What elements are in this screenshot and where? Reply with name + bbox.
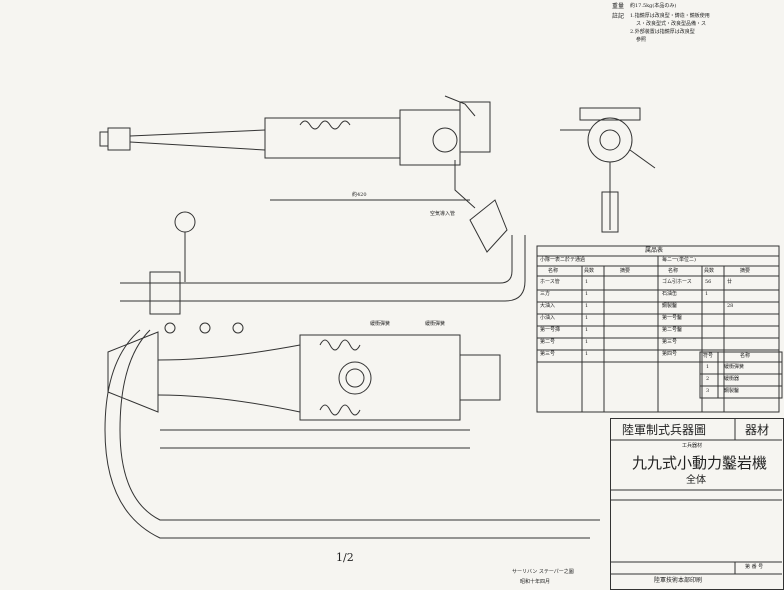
rock-drill-side-view bbox=[99, 95, 491, 209]
parts-table-cell: 28 bbox=[727, 303, 734, 309]
parts-table-cell: 1 bbox=[585, 339, 589, 345]
title-org: 陸軍制式兵器圖 bbox=[622, 423, 707, 437]
parts-header: 員数 bbox=[584, 268, 595, 274]
parts-table-cell: 1 bbox=[705, 291, 709, 297]
title-subtitle: 工兵器材 bbox=[682, 443, 703, 449]
mounting-pipe bbox=[120, 199, 526, 315]
callout-air-pipe: 空気導入管 bbox=[430, 211, 456, 217]
legend-grid bbox=[699, 351, 783, 399]
notes-line-1: 1.指鏡厚は改良型・鋳造・鏡板使用 bbox=[630, 13, 710, 19]
notes-heading: 重量 bbox=[612, 3, 625, 10]
parts-table-cell: 第一号鑿 bbox=[662, 315, 683, 321]
scale-label: 1/2 bbox=[336, 551, 354, 564]
parts-header: 摘要 bbox=[620, 268, 631, 274]
legend-cell: 緩衝器 bbox=[724, 376, 740, 382]
callout-spring-a: 緩衝彈簧 bbox=[370, 321, 391, 327]
parts-header: 員数 bbox=[704, 268, 715, 274]
parts-table-cell: 鋼製鑿 bbox=[662, 303, 678, 309]
rock-drill-plan-view bbox=[104, 322, 600, 539]
callout-spring-b: 緩衝彈簧 bbox=[425, 321, 446, 327]
parts-table-cell: 第二号 bbox=[540, 339, 556, 345]
parts-table-cell: 第二号鑿 bbox=[662, 327, 683, 333]
parts-table-cell: 廿 bbox=[727, 279, 733, 285]
parts-table-cell: 石油缶 bbox=[662, 291, 678, 297]
bottom-note-1: サーリバン ステーパー之圖 bbox=[512, 569, 574, 575]
parts-table-cell: 1 bbox=[585, 303, 589, 309]
notes-heading-2: 註記 bbox=[612, 13, 625, 20]
legend-cell: 2 bbox=[706, 376, 710, 382]
title-block-grid bbox=[610, 418, 782, 575]
notes-line-2: 2.外部装置は指鏡厚は改良型 bbox=[630, 29, 695, 35]
notes-line-2b: 参照 bbox=[636, 37, 647, 43]
parts-table-cell: 1 bbox=[585, 291, 589, 297]
parts-table-cell: 大油入 bbox=[540, 303, 556, 309]
rock-drill-end-view bbox=[560, 107, 656, 233]
notes-line-1b: ス・改良型式・改良型品備・ス bbox=[636, 21, 707, 27]
parts-table-cell: 第三号 bbox=[662, 339, 678, 345]
parts-table-cell: 第一号挿 bbox=[540, 327, 561, 333]
parts-table-cell: 1 bbox=[585, 279, 589, 285]
title-category: 器材 bbox=[745, 423, 770, 437]
legend-header: 名称 bbox=[740, 353, 751, 359]
parts-table-title: 属品表 bbox=[645, 247, 664, 254]
parts-table-cell: ゴム引ホース bbox=[662, 279, 692, 285]
parts-table-grid bbox=[536, 245, 780, 413]
legend-cell: 緩衝彈簧 bbox=[724, 364, 745, 370]
legend-cell: 3 bbox=[706, 388, 710, 394]
bottom-note-2: 昭和十年四月 bbox=[520, 579, 551, 585]
parts-table-sub-left: 小隊一表ニ於テ通過 bbox=[540, 257, 586, 263]
parts-table-cell: 56 bbox=[705, 279, 712, 285]
legend-header: 符号 bbox=[703, 353, 714, 359]
parts-header: 名称 bbox=[548, 268, 559, 274]
legend-cell: 鋼製鑿 bbox=[724, 388, 740, 394]
title-name: 九九式小動力鑿岩機 bbox=[632, 454, 768, 472]
legend-cell: 1 bbox=[706, 364, 710, 370]
parts-table-cell: ホース管 bbox=[540, 279, 560, 285]
notes-weight: 約17.5kg(本品のみ) bbox=[630, 3, 677, 9]
parts-table-cell: 第三号 bbox=[540, 351, 556, 357]
parts-table-cell: 小油入 bbox=[540, 315, 556, 321]
parts-table-cell: 1 bbox=[585, 327, 589, 333]
title-footer: 陸軍技術本部印刷 bbox=[654, 577, 703, 584]
parts-header: 摘要 bbox=[740, 268, 751, 274]
parts-header: 名称 bbox=[668, 268, 679, 274]
parts-table-cell: 1 bbox=[585, 315, 589, 321]
parts-table-sub-right: 毎ニ一(単位ニ) bbox=[662, 257, 696, 263]
dimension-label: 約420 bbox=[352, 192, 367, 198]
parts-table-cell: 三方 bbox=[540, 291, 551, 297]
parts-table-cell: 第四号 bbox=[662, 351, 678, 357]
title-view: 全体 bbox=[686, 475, 706, 486]
title-drawing-no: 第 番 号 bbox=[745, 564, 764, 570]
parts-table-cell: 1 bbox=[585, 351, 589, 357]
